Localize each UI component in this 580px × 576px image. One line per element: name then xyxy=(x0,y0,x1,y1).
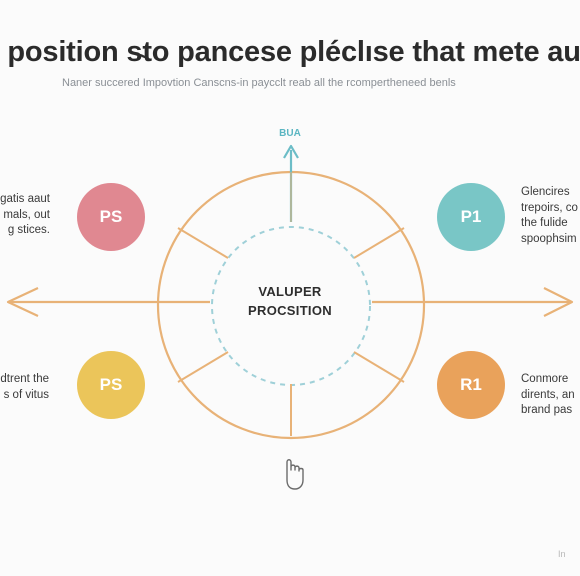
top-label: BUA xyxy=(279,128,301,139)
badge-bottom-right: R1 xyxy=(437,351,505,419)
spoke-bottom-left xyxy=(177,351,229,383)
text-bottom-left: dtrent the s of vitus xyxy=(0,373,49,401)
watermark: In xyxy=(558,549,566,559)
page-subtitle: Naner succered Impovtion Canscns-in payc… xyxy=(62,77,456,89)
spoke-top-left xyxy=(177,227,229,259)
right-arrowhead xyxy=(543,287,574,317)
spoke-bottom-right xyxy=(353,351,405,383)
text-top-right: Glencires trepoirs, co the fulide spooph… xyxy=(521,186,578,245)
center-label: VALUPER PROCSITION xyxy=(210,282,370,320)
top-arrowhead xyxy=(283,144,299,159)
badge-bottom-left: PS xyxy=(77,351,145,419)
spoke-top-right xyxy=(353,227,405,259)
hand-pointer-icon xyxy=(286,459,304,490)
center-label-line1: VALUPER xyxy=(258,284,322,299)
badge-top-right: P1 xyxy=(437,183,505,251)
page-title: d position s̴to pancese pléclıse that me… xyxy=(0,36,580,68)
text-bottom-right: Conmore dirents, an brand pas xyxy=(521,373,575,416)
left-arrowhead xyxy=(6,287,39,317)
text-top-left: gatis aaut mals, out g stices. xyxy=(0,193,50,236)
badge-top-left: PS xyxy=(77,183,145,251)
center-label-line2: PROCSITION xyxy=(248,303,332,318)
